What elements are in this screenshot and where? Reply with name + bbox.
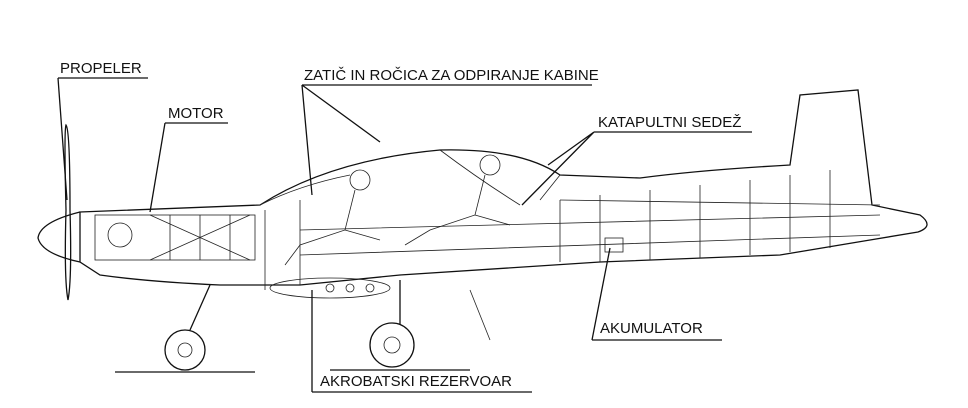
label-text: ZATIČ IN ROČICA ZA ODPIRANJE KABINE (304, 67, 599, 84)
label-text: PROPELER (60, 60, 142, 77)
label-canopy-pin: ZATIČ IN ROČICA ZA ODPIRANJE KABINE (301, 67, 599, 196)
fuselage (79, 89, 928, 286)
label-text: AKUMULATOR (600, 320, 703, 337)
label-text: KATAPULTNI SEDEŽ (598, 114, 741, 131)
aircraft-drawing (37, 89, 928, 373)
nose-landing-gear (164, 284, 211, 371)
canopy (259, 149, 561, 206)
ground-line (115, 369, 470, 373)
propeller-blade (64, 123, 72, 301)
label-battery: AKUMULATOR (591, 247, 722, 341)
label-ejection-seat: KATAPULTNI SEDEŽ (521, 114, 752, 206)
pilots (284, 154, 511, 266)
internal-structure (94, 170, 881, 299)
label-text: AKROBATSKI REZERVOAR (320, 373, 512, 390)
label-aerobatic-tank: AKROBATSKI REZERVOAR (311, 290, 532, 393)
label-text: MOTOR (168, 105, 224, 122)
main-landing-gear (369, 280, 491, 368)
label-engine: MOTOR (149, 105, 228, 213)
label-propeller: PROPELER (57, 60, 148, 201)
spinner (37, 211, 81, 263)
